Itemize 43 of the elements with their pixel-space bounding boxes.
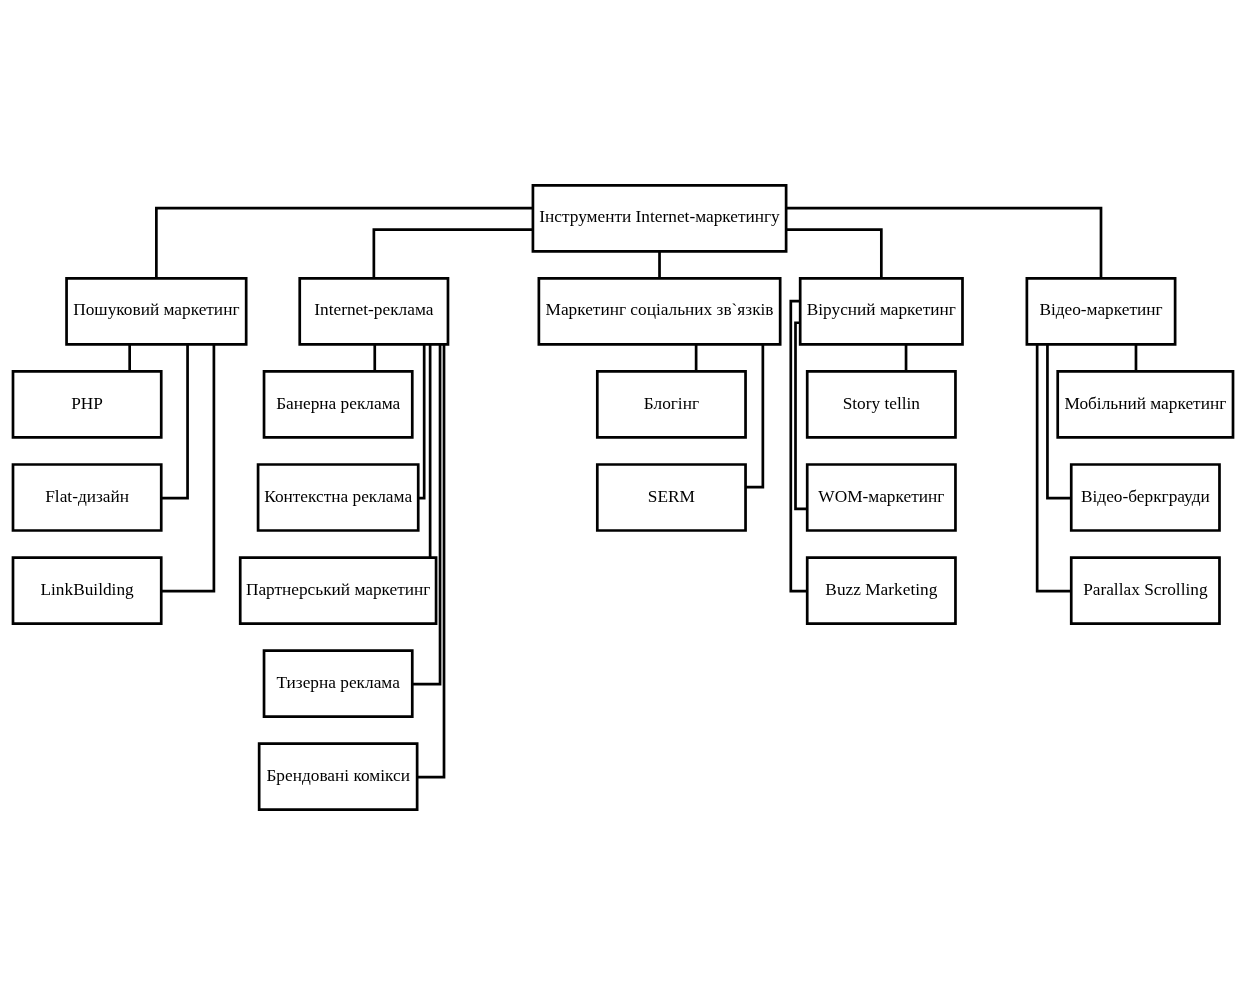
node-box: Маркетинг соціальних зв`язків	[537, 276, 782, 346]
node-box: Вірусний маркетинг	[798, 276, 964, 346]
node-box: Контекстна реклама	[256, 462, 420, 532]
node-box: Buzz Marketing	[805, 555, 957, 625]
node-box: LinkBuilding	[11, 555, 163, 625]
node-box: Партнерський маркетинг	[238, 555, 438, 625]
node-box: WOM-маркетинг	[805, 462, 957, 532]
connector	[789, 299, 807, 592]
connector	[428, 344, 432, 557]
connector	[694, 343, 698, 371]
connector	[658, 250, 661, 278]
connector	[412, 343, 442, 685]
node-box: Пошуковий маркетинг	[65, 276, 248, 346]
node-box: Відео-беркграуди	[1069, 462, 1221, 532]
connector	[161, 344, 216, 592]
connector	[417, 344, 446, 779]
connector	[786, 227, 883, 278]
node-box: SERM	[595, 462, 747, 532]
node-box: Internet-реклама	[298, 276, 450, 346]
connector	[372, 227, 533, 278]
node-box: Мобільний маркетинг	[1056, 369, 1235, 439]
connector	[161, 344, 189, 499]
node-box: Тизерна реклама	[262, 648, 414, 718]
node-box: Блогінг	[595, 369, 747, 439]
connector	[745, 343, 765, 489]
node-box: Брендовані комікси	[257, 741, 419, 811]
connector	[1046, 344, 1072, 499]
node-box: Інструменти Internet-маркетингу	[531, 183, 788, 253]
connector	[418, 344, 426, 499]
connector	[786, 206, 1103, 278]
connector	[1134, 343, 1138, 371]
connector	[128, 343, 132, 371]
connector	[904, 343, 908, 371]
node-box: Банерна реклама	[262, 369, 414, 439]
connector	[155, 206, 533, 278]
node-box: Відео-маркетинг	[1025, 276, 1177, 346]
node-box: Story tellin	[805, 369, 957, 439]
connector	[794, 320, 808, 510]
node-box: Flat-дизайн	[11, 462, 163, 532]
node-box: PHP	[11, 369, 163, 439]
node-box: Parallax Scrolling	[1069, 555, 1221, 625]
connector	[1035, 344, 1072, 592]
connector	[373, 343, 377, 371]
